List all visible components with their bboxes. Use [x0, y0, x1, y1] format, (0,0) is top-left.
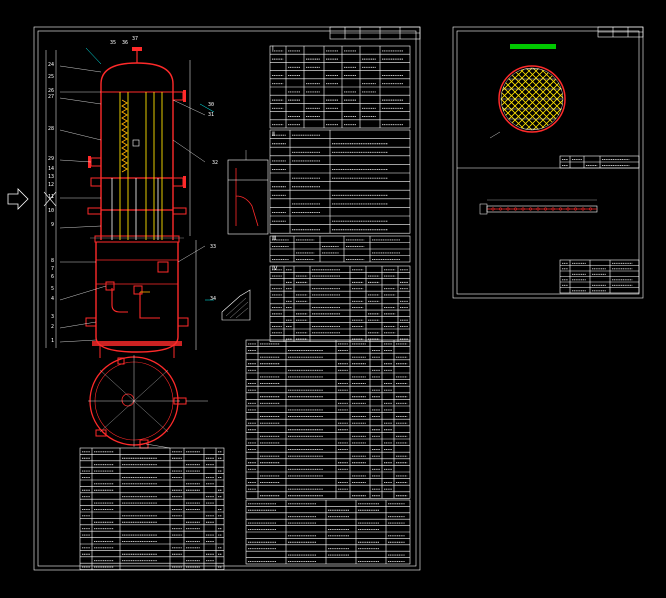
part-number-label: 29 — [48, 156, 54, 162]
part-number-label: 36 — [122, 40, 128, 46]
part-number-label: 37 — [132, 36, 138, 42]
section-header: Ⅲ — [272, 235, 276, 242]
part-number-label: 12 — [48, 182, 54, 188]
part-number-label: 27 — [48, 94, 54, 100]
part-number-label: 33 — [210, 244, 216, 250]
dimension-lines — [43, 47, 215, 350]
title-block — [245, 499, 411, 565]
part-number-label: 34 — [210, 296, 216, 302]
part-number-label: 10 — [48, 208, 54, 214]
part-number-label: 1 — [51, 338, 54, 344]
technical-requirements-table — [269, 129, 411, 234]
sheet1-tables: Ⅰ Ⅱ Ⅲ Ⅳ — [79, 45, 411, 570]
part-number-label: 6 — [51, 274, 54, 280]
parts-list-left — [79, 447, 225, 570]
part-number-label: 8 — [51, 258, 54, 264]
part-number-label: 25 — [48, 74, 54, 80]
part-number-label: 11 — [48, 194, 54, 200]
part-number-label: 2 — [51, 324, 54, 330]
detail-view-a — [227, 150, 269, 235]
sheet2-frame — [452, 26, 644, 299]
section-header: Ⅱ — [272, 131, 275, 138]
sheet2-tables — [559, 155, 640, 294]
part-number-labels-top: 35 36 37 — [110, 36, 138, 46]
nozzle-table — [269, 265, 411, 342]
design-data-table — [269, 45, 411, 129]
part-number-label: 26 — [48, 88, 54, 94]
section-header: Ⅰ — [272, 45, 274, 52]
internal-heater-tubes — [111, 92, 163, 240]
part-number-label: 9 — [51, 222, 54, 228]
part-number-label: 5 — [51, 286, 54, 292]
sheet2-note-table — [559, 155, 640, 169]
mesh-disc — [489, 44, 566, 139]
part-number-label: 28 — [48, 126, 54, 132]
part-number-label: 24 — [48, 62, 54, 68]
part-number-labels-right: 30 31 32 33 34 — [208, 102, 218, 302]
part-number-label: 4 — [51, 296, 54, 302]
part-number-label: 31 — [208, 112, 214, 118]
distributor-pipe — [479, 199, 598, 215]
part-number-label: 13 — [48, 174, 54, 180]
part-number-label: 30 — [208, 102, 214, 108]
sheet1-frame — [33, 26, 421, 571]
arrow-right-icon — [7, 188, 29, 210]
part-number-label: 32 — [212, 160, 218, 166]
plan-view — [88, 355, 208, 449]
parts-list-right — [245, 339, 411, 499]
detail-view-b — [221, 289, 251, 321]
part-number-label: 7 — [51, 266, 54, 272]
section-header: Ⅳ — [272, 265, 278, 272]
part-number-label: 35 — [110, 40, 116, 46]
part-number-label: 3 — [51, 314, 54, 320]
inspection-table — [269, 235, 411, 263]
main-vessel — [90, 47, 184, 358]
sheet2-title-block — [559, 259, 640, 294]
part-number-label: 14 — [48, 166, 54, 172]
